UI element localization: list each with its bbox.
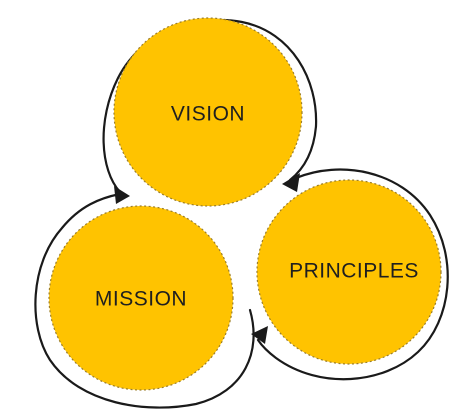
node-vision: VISION — [102, 17, 318, 207]
arrow-to-principles-icon — [282, 173, 300, 192]
arrow-to-mission-icon — [251, 326, 268, 344]
vision-circle — [113, 17, 303, 207]
mission-label: MISSION — [95, 288, 187, 311]
principles-circle — [256, 179, 442, 365]
vision-outer-arc — [102, 18, 318, 194]
vision-label: VISION — [171, 103, 245, 126]
principles-label: PRINCIPLES — [289, 260, 419, 283]
principles-outer-arc — [256, 168, 449, 381]
mission-circle — [48, 205, 234, 391]
node-mission: MISSION — [34, 192, 255, 409]
arrow-to-vision-icon — [114, 186, 130, 204]
mission-outer-arc — [34, 192, 255, 409]
node-principles: PRINCIPLES — [256, 168, 449, 381]
